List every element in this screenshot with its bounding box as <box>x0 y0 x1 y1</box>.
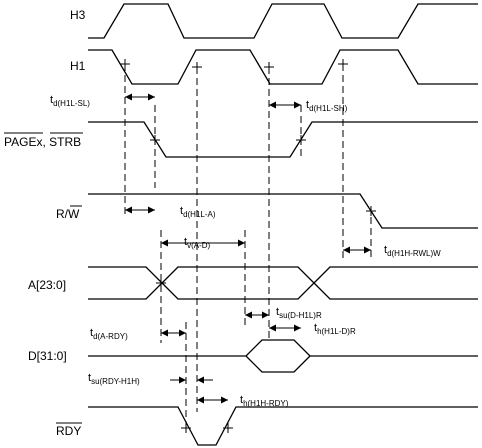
signal-label-page-strb: PAGEx, STRB <box>4 135 81 149</box>
rw-waveform <box>88 193 478 229</box>
data-bus-waveform <box>88 339 478 373</box>
param-th-h1h-rdy: th(H1H-RDY) <box>240 394 289 408</box>
h3-waveform <box>88 3 478 39</box>
signal-label-rw: R/W <box>56 207 80 221</box>
signal-label-data: D[31:0] <box>28 349 67 363</box>
signal-label-h1: H1 <box>70 59 86 73</box>
param-td-h1l-sl: td(H1L-SL) <box>50 94 90 108</box>
page-strb-waveform <box>88 121 478 158</box>
param-td-h1l-sh: td(H1L-SH) <box>306 99 348 113</box>
param-tv-a-d: tv(A-D) <box>184 236 211 250</box>
signal-label-h3: H3 <box>70 8 86 22</box>
dimension-arrows <box>125 93 371 404</box>
h1-waveform <box>88 49 478 85</box>
crossing-markers <box>120 59 376 433</box>
param-td-a-rdy: td(A-RDY) <box>90 327 128 341</box>
param-th-h1l-d-r: th(H1L-D)R <box>314 322 356 336</box>
param-tsu-d-h1l-r: tsu(D-H1L)R <box>276 306 322 320</box>
param-tsu-rdy-h1h: tsu(RDY-H1H) <box>88 372 140 386</box>
rdy-waveform <box>88 406 478 446</box>
reference-lines <box>124 64 372 433</box>
param-td-h1l-a: td(H1L-A) <box>180 205 216 219</box>
address-bus-waveform <box>88 266 478 300</box>
signal-label-rdy: RDY <box>56 424 81 438</box>
param-td-h1h-rwl-w: td(H1H-RWL)W <box>384 244 441 258</box>
signal-label-address: A[23:0] <box>28 278 66 292</box>
